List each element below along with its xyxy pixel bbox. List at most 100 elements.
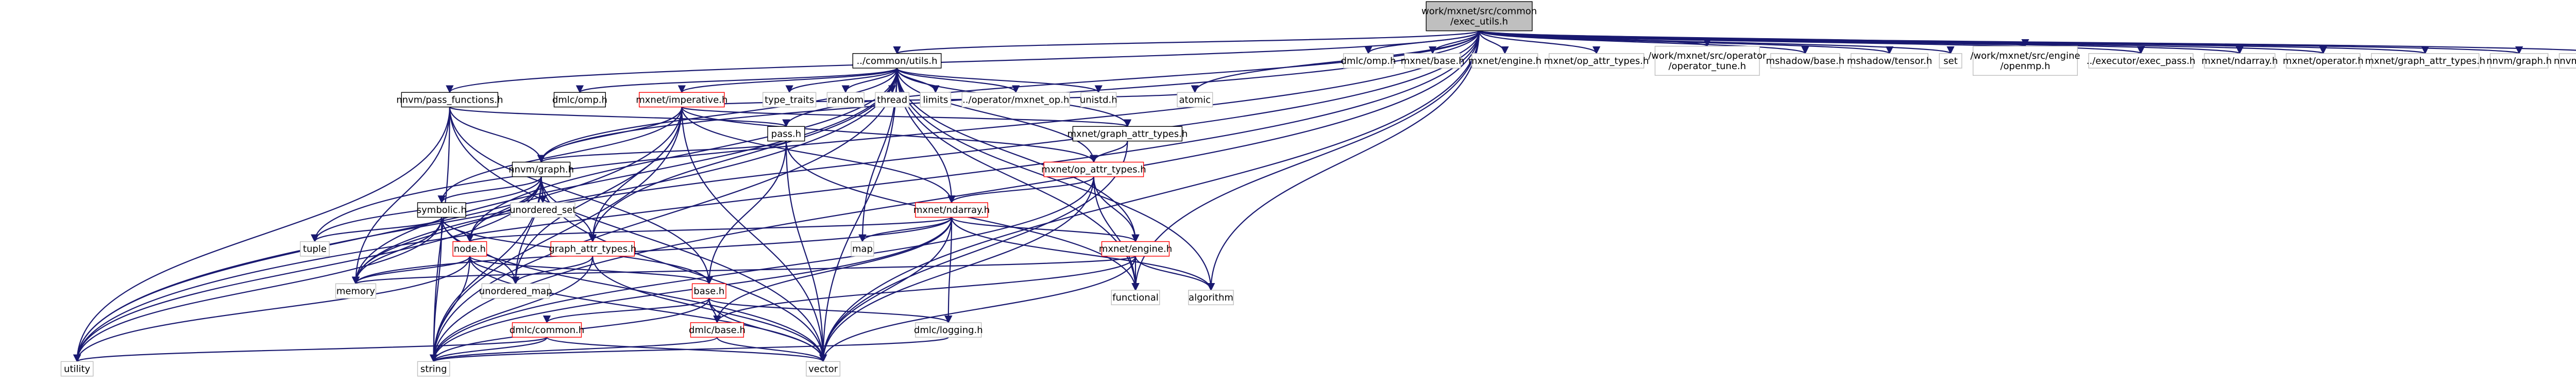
- edge-dmlc_base-to-vector: [716, 337, 827, 362]
- node-label: base.h: [693, 286, 724, 296]
- node-operator-tune[interactable]: /work/mxnet/src/operator/operator_tune.h: [1648, 45, 1767, 76]
- node-dmlc-omp-top[interactable]: dmlc/omp.h: [1341, 53, 1396, 69]
- node-box: [1177, 92, 1213, 108]
- edge-pass_h-to-nnvm_graph: [537, 140, 787, 163]
- node-label: algorithm: [1189, 292, 1233, 303]
- node-box: [553, 92, 606, 108]
- node-algorithm[interactable]: algorithm: [1188, 290, 1234, 305]
- edge-mxnet_ndarray-to-dmlc_base: [713, 217, 953, 324]
- edge-nnvm_graph-to-symbolic: [437, 176, 542, 204]
- node-mxnet-graph-attr-top[interactable]: mxnet/graph_attr_types.h: [2365, 53, 2485, 69]
- node-set[interactable]: set: [1939, 53, 1962, 69]
- node-operator-mxnet-op[interactable]: ../operator/mxnet_op.h: [961, 92, 1070, 108]
- node-string[interactable]: string: [417, 361, 450, 377]
- node-dmlc-omp[interactable]: dmlc/omp.h: [552, 92, 607, 108]
- node-mxnet-base[interactable]: mxnet/base.h: [1401, 53, 1465, 69]
- edge-mxnet_imperative-to-symbolic: [437, 107, 683, 204]
- node-label: map: [852, 244, 873, 255]
- edge-common_utils-to-algorithm: [896, 68, 1215, 291]
- node-box: [1072, 126, 1183, 142]
- nodes-layer: work/mxnet/src/common/exec_utils.h ../com…: [60, 1, 2576, 377]
- node-box: [852, 53, 942, 69]
- node-limits[interactable]: limits: [920, 92, 952, 108]
- node-unordered-map[interactable]: unordered_map: [479, 283, 552, 299]
- node-mshadow-tensor[interactable]: mshadow/tensor.h: [1847, 53, 1932, 69]
- node-box: [961, 92, 1070, 108]
- node-graph-attr-types[interactable]: graph_attr_types.h: [549, 241, 636, 257]
- node-node-h[interactable]: node.h: [452, 241, 487, 257]
- node-box: [510, 202, 575, 218]
- node-label: dmlc/common.h: [510, 325, 584, 336]
- node-mshadow-base[interactable]: mshadow/base.h: [1766, 53, 1845, 69]
- node-memory[interactable]: memory: [335, 283, 377, 299]
- node-label: ../common/utils.h: [857, 56, 938, 67]
- node-label: /exec_utils.h: [1450, 16, 1508, 27]
- node-mxnet-op-attr[interactable]: mxnet/op_attr_types.h: [1041, 161, 1146, 177]
- node-label: type_traits: [765, 94, 814, 105]
- node-label: mxnet/ndarray.h: [913, 205, 990, 216]
- node-label: nnvm/graph.h: [509, 164, 574, 175]
- node-common-utils[interactable]: ../common/utils.h: [852, 53, 942, 69]
- node-thread[interactable]: thread: [875, 92, 910, 108]
- node-box: [512, 161, 571, 177]
- node-label: functional: [1112, 292, 1159, 303]
- edge-common_utils-to-vector: [819, 68, 898, 362]
- node-nnvm-graph-top[interactable]: nnvm/graph.h: [2486, 53, 2552, 69]
- node-unistd[interactable]: unistd.h: [1080, 92, 1117, 108]
- node-utility[interactable]: utility: [60, 361, 94, 377]
- node-label: node.h: [454, 244, 486, 255]
- node-box: [417, 202, 466, 218]
- edge-symbolic-to-utility: [73, 217, 443, 362]
- node-nnvm-graph-attr[interactable]: nnvm/graph_attr_types.h: [2554, 53, 2576, 69]
- node-openmp[interactable]: /work/mxnet/src/engine/openmp.h: [1970, 45, 2080, 76]
- node-box: [851, 241, 874, 257]
- node-mxnet-engine-top[interactable]: mxnet/engine.h: [1468, 53, 1541, 69]
- node-base-h[interactable]: base.h: [691, 283, 726, 299]
- edge-common_utils-to-mxnet_op_attr: [896, 68, 1098, 163]
- node-label: /work/mxnet/src/engine: [1970, 51, 2080, 61]
- node-mxnet-ndarray[interactable]: mxnet/ndarray.h: [913, 202, 990, 218]
- node-label: nnvm/graph.h: [2486, 56, 2552, 67]
- node-mxnet-imperative[interactable]: mxnet/imperative.h: [636, 92, 727, 108]
- node-nnvm-pass-functions[interactable]: nnvm/pass_functions.h: [396, 92, 503, 108]
- node-atomic[interactable]: atomic: [1177, 92, 1213, 108]
- edge-pass_h-to-vector: [785, 141, 827, 362]
- node-mxnet-ndarray-top[interactable]: mxnet/ndarray.h: [2201, 53, 2278, 69]
- node-label: dmlc/base.h: [689, 325, 745, 336]
- node-box: [1101, 241, 1170, 257]
- edge-root-to-pass_h: [782, 30, 1480, 127]
- edge-mxnet_op_attr-to-mxnet_engine: [1093, 176, 1140, 243]
- edge-mxnet_engine-to-vector: [819, 256, 1137, 362]
- edge-mxnet_engine-to-algorithm: [1134, 256, 1215, 291]
- node-mxnet-engine[interactable]: mxnet/engine.h: [1099, 241, 1172, 257]
- node-exec-pass[interactable]: ../executor/exec_pass.h: [2087, 53, 2195, 69]
- node-label: mxnet/engine.h: [1099, 244, 1172, 255]
- node-map[interactable]: map: [851, 241, 874, 257]
- node-nnvm-graph[interactable]: nnvm/graph.h: [509, 161, 574, 177]
- node-mxnet-operator[interactable]: mxnet/operator.h: [2283, 53, 2364, 69]
- edge-mxnet_imperative-to-mxnet_op_attr: [681, 107, 1098, 163]
- node-dmlc-common[interactable]: dmlc/common.h: [510, 322, 584, 338]
- node-mxnet-op-attr-top[interactable]: mxnet/op_attr_types.h: [1544, 53, 1649, 69]
- node-random[interactable]: random: [826, 92, 865, 108]
- node-dmlc-base[interactable]: dmlc/base.h: [689, 322, 745, 338]
- node-unordered-set[interactable]: unordered_set: [510, 202, 576, 218]
- node-mxnet-graph-attr[interactable]: mxnet/graph_attr_types.h: [1067, 126, 1188, 142]
- edge-nnvm_graph-to-utility: [73, 176, 542, 362]
- edge-mxnet_ndarray-to-vector: [819, 217, 953, 362]
- edges-layer: [73, 30, 2576, 362]
- edge-dmlc_common-to-utility: [73, 337, 548, 362]
- node-symbolic[interactable]: symbolic.h: [417, 202, 467, 218]
- edge-base_h-to-vector: [708, 298, 827, 362]
- node-type-traits[interactable]: type_traits: [762, 92, 817, 108]
- node-tuple[interactable]: tuple: [300, 241, 330, 257]
- node-label: mshadow/base.h: [1766, 56, 1845, 67]
- node-label: memory: [336, 286, 376, 296]
- node-pass-h[interactable]: pass.h: [767, 126, 805, 142]
- node-root[interactable]: work/mxnet/src/common/exec_utils.h: [1421, 1, 1537, 31]
- edge-nnvm_pass_functions-to-nnvm_graph: [449, 107, 546, 163]
- node-vector[interactable]: vector: [806, 361, 841, 377]
- node-dmlc-logging[interactable]: dmlc/logging.h: [914, 322, 983, 338]
- node-label: tuple: [303, 244, 327, 255]
- node-functional[interactable]: functional: [1111, 290, 1160, 305]
